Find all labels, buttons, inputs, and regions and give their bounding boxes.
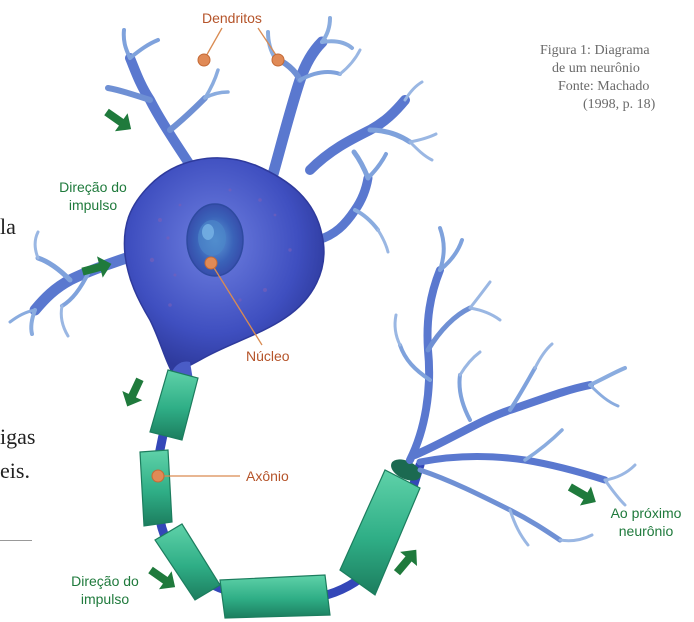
impulse-direction-label-top-line2: impulso: [38, 196, 148, 214]
next-neuron-label: Ao próximo neurônio: [598, 504, 694, 540]
axon-label: Axônio: [246, 468, 289, 485]
caption-line-1: Figura 1: Diagrama: [540, 42, 650, 60]
impulse-direction-label-bottom: Direção do impulso: [50, 572, 160, 608]
green-arrow-icon: [100, 103, 137, 138]
dendrite-pointer-dot-1: [198, 54, 210, 66]
impulse-direction-label-bottom-line2: impulso: [50, 590, 160, 608]
caption-line-4: (1998, p. 18): [583, 96, 655, 114]
green-arrow-icon: [564, 477, 601, 511]
axon-pointer-dot: [152, 470, 164, 482]
next-neuron-label-line2: neurônio: [598, 522, 694, 540]
nucleus-pointer-dot: [205, 257, 217, 269]
dendrites-label: Dendritos: [202, 10, 262, 27]
impulse-direction-label-top-line1: Direção do: [38, 178, 148, 196]
body-text-fragment-1: la: [0, 214, 16, 240]
dendrite-pointer-dot-2: [272, 54, 284, 66]
green-arrow-icon: [117, 375, 150, 411]
caption-line-2: de um neurônio: [552, 60, 640, 78]
body-text-fragment-2: igas: [0, 424, 35, 450]
body-text-fragment-3: eis.: [0, 458, 30, 484]
axon-terminals: [395, 228, 635, 545]
impulse-direction-label-bottom-line1: Direção do: [50, 572, 160, 590]
text-divider-line: [0, 540, 32, 541]
nucleus-label: Núcleo: [246, 348, 290, 365]
figure-caption: Figura 1: Diagrama de um neurônio Fonte:…: [520, 42, 694, 122]
impulse-direction-label-top: Direção do impulso: [38, 178, 148, 214]
next-neuron-label-line1: Ao próximo: [598, 504, 694, 522]
caption-line-3: Fonte: Machado: [558, 78, 649, 96]
myelin-sheaths: [140, 370, 424, 618]
